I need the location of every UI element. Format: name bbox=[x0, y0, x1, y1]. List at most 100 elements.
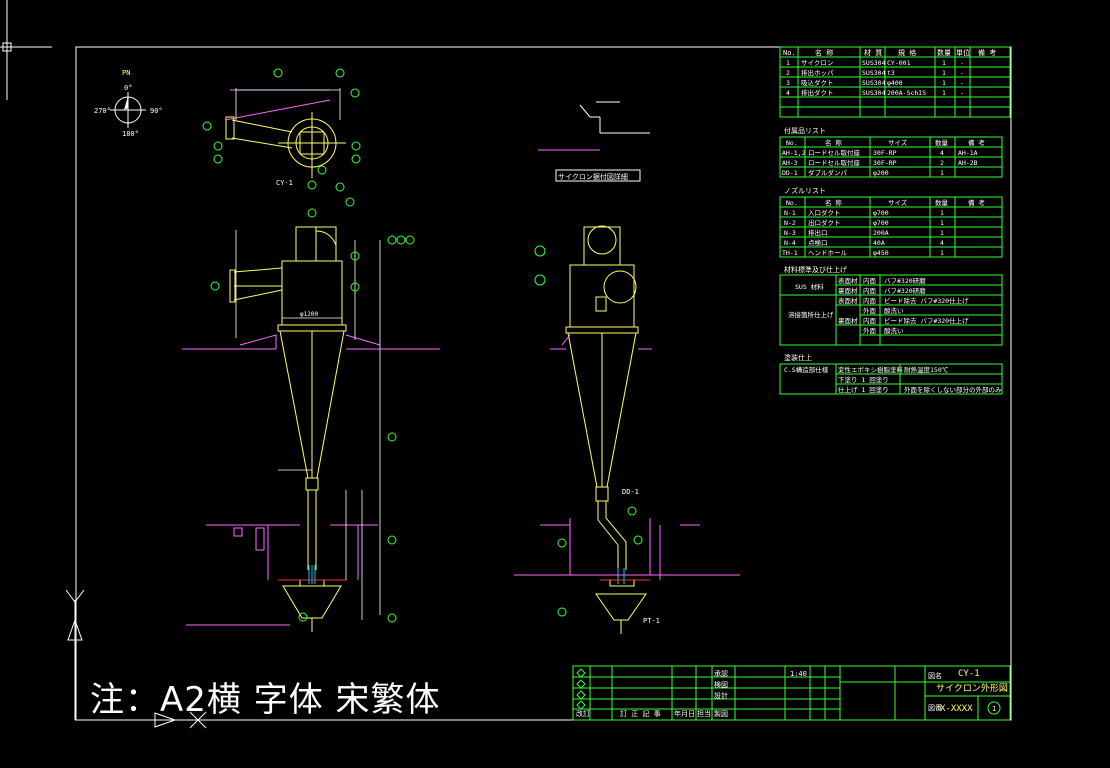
parts-row-1-no: 1 bbox=[786, 59, 790, 67]
nozzle-row-1-no: N-1 bbox=[784, 209, 796, 217]
nozzle-row-5-no: TH-1 bbox=[782, 249, 798, 257]
plan-view-label: CY-1 bbox=[276, 179, 293, 187]
title-block-content-col: 訂 正 記 事 bbox=[620, 709, 661, 718]
parts-row-1-qty: 1 bbox=[942, 59, 946, 67]
nozzle-row-4-no: N-4 bbox=[784, 239, 796, 247]
nozzle-header-remarks: 備 考 bbox=[968, 198, 985, 207]
parts-row-4-unit: - bbox=[960, 89, 964, 97]
accessory-row-1-no: AH-1,2 bbox=[782, 149, 806, 157]
finish-row-6-spec: 酸洗い bbox=[884, 326, 904, 335]
parts-row-1-unit: - bbox=[960, 59, 964, 67]
accessory-header-qty: 数量 bbox=[935, 138, 949, 147]
drawing-revision: 1 bbox=[992, 705, 996, 713]
plan-view: CY-1 bbox=[202, 68, 361, 207]
parts-row-3-qty: 1 bbox=[942, 79, 946, 87]
nozzle-row-5-size: φ450 bbox=[873, 249, 889, 257]
nozzle-row-1-size: φ700 bbox=[873, 209, 889, 217]
compass-bottom: 180° bbox=[122, 130, 139, 138]
parts-row-4-material: SUS304 bbox=[862, 89, 886, 97]
parts-row-1-material: SUS304 bbox=[862, 59, 886, 67]
parts-header-unit: 単位 bbox=[956, 48, 970, 57]
side-elevation: DD-1 PT-1 bbox=[514, 225, 740, 634]
parts-row-3-name: 吸込ダクト bbox=[801, 78, 834, 87]
title-block-number-label: 図番 bbox=[928, 704, 942, 712]
nozzle-row-2-size: φ700 bbox=[873, 219, 889, 227]
parts-table: No. 名 称 材 質 規 格 数量 単位 備 考 1 サイクロン SUS304… bbox=[779, 46, 1011, 118]
title-block-name-label: 図名 bbox=[928, 671, 942, 680]
accessory-row-2-size: 30F-RP bbox=[873, 159, 897, 167]
parts-header-qty: 数量 bbox=[937, 48, 951, 57]
nozzle-row-4-qty: 4 bbox=[940, 239, 944, 247]
parts-row-3-no: 3 bbox=[786, 79, 790, 87]
accessory-row-3-size: φ200 bbox=[873, 169, 889, 177]
finish-row-1-group: SUS 材料 bbox=[795, 282, 824, 291]
finish-row-3-side: 内面 bbox=[863, 296, 877, 305]
accessory-row-3-no: DD-1 bbox=[782, 169, 798, 177]
front-elevation-width-dim: φ1200 bbox=[300, 311, 318, 318]
coating-row-2-spec: 下塗り 1 回塗り bbox=[838, 375, 889, 384]
nozzle-row-3-size: 200A bbox=[873, 229, 889, 237]
parts-header-no: No. bbox=[783, 49, 796, 57]
side-elevation-dd-label: DD-1 bbox=[622, 488, 639, 496]
parts-row-2-qty: 1 bbox=[942, 69, 946, 77]
finish-row-3-part: 表面材 bbox=[838, 296, 858, 305]
finish-row-6-side: 外面 bbox=[863, 326, 877, 335]
nozzle-header-no: No. bbox=[786, 199, 798, 207]
north-compass: PN 0° 270° 90° 180° bbox=[94, 69, 163, 138]
drawing-number: X-XXXX bbox=[940, 704, 973, 714]
nozzle-row-4-name: 点検口 bbox=[808, 238, 828, 247]
accessory-header-no: No. bbox=[786, 139, 798, 147]
finish-row-2-spec: バフ#320研磨 bbox=[884, 286, 926, 295]
coating-table: 塗装仕上 C.S構造部仕様 変性エポキシ樹脂塗料 耐熱温度150℃ 下塗り 1 … bbox=[779, 353, 1003, 395]
title-block-check-label: 検図 bbox=[714, 680, 728, 689]
accessory-row-1-name: ロードセル取付座 bbox=[808, 148, 861, 157]
accessory-row-2-remarks: AH-2B bbox=[958, 159, 978, 167]
nozzle-row-2-qty: 1 bbox=[940, 219, 944, 227]
parts-header-material: 材 質 bbox=[864, 48, 882, 57]
nozzle-row-3-no: N-3 bbox=[784, 229, 796, 237]
accessory-header-remarks: 備 考 bbox=[968, 138, 985, 147]
accessory-row-1-size: 30F-RP bbox=[873, 149, 897, 157]
front-elevation: φ1200 bbox=[182, 208, 440, 632]
nozzle-row-4-size: 40A bbox=[873, 239, 885, 247]
finish-row-2-side: 内面 bbox=[863, 286, 877, 295]
title-block-approve-label: 承認 bbox=[714, 669, 728, 678]
nozzle-row-2-no: N-2 bbox=[784, 219, 796, 227]
finish-row-5-side: 内面 bbox=[863, 316, 877, 325]
drawing-frame bbox=[75, 46, 1012, 721]
title-block-design-label: 設計 bbox=[714, 691, 728, 700]
accessory-row-2-name: ロードセル取付座 bbox=[808, 158, 861, 167]
finish-row-5-part: 裏面材 bbox=[838, 316, 858, 325]
coating-row-1-spec: 変性エポキシ樹脂塗料 bbox=[838, 365, 904, 374]
nozzle-row-3-name: 排出口 bbox=[808, 228, 828, 237]
finish-row-4-spec: 酸洗い bbox=[884, 306, 904, 315]
compass-title: PN bbox=[122, 69, 130, 77]
nozzle-header-name: 名 称 bbox=[825, 198, 842, 207]
parts-row-2-spec: t3 bbox=[887, 69, 895, 77]
nozzle-header-qty: 数量 bbox=[935, 198, 949, 207]
nozzle-row-3-qty: 1 bbox=[940, 229, 944, 237]
detail-view-label: サイクロン据付図詳細 bbox=[558, 172, 628, 181]
accessory-header-size: サイズ bbox=[888, 138, 908, 147]
nozzle-header-size: サイズ bbox=[888, 198, 908, 207]
nozzle-row-1-name: 入口ダクト bbox=[808, 208, 841, 217]
finish-row-3-spec: ビード除去 バフ#320仕上げ bbox=[884, 296, 969, 305]
accessory-table-title: 付属品リスト bbox=[784, 126, 826, 135]
accessory-table: 付属品リスト No. 名 称 サイズ 数量 備 考 AH-1,2 ロードセル取付… bbox=[779, 126, 1003, 178]
drawing-name-line1: CY-1 bbox=[958, 669, 980, 679]
finish-row-1-spec: バフ#320研磨 bbox=[884, 276, 926, 285]
finish-row-5-spec: ビード除去 バフ#320仕上げ bbox=[884, 316, 969, 325]
parts-row-2-no: 2 bbox=[786, 69, 790, 77]
nozzle-table: ノズルリスト No. 名 称 サイズ 数量 備 考 N-1 入口ダクト φ700… bbox=[779, 186, 1003, 258]
parts-row-4-spec: 200A-SchIS bbox=[887, 89, 926, 97]
compass-right: 90° bbox=[150, 107, 163, 115]
ucs-icon bbox=[65, 589, 207, 729]
title-block-revise-label: 改訂 bbox=[576, 709, 590, 718]
title-block: 承認 検図 設計 製図 改訂 訂 正 記 事 年月日 担当 1:40 図名 図番… bbox=[572, 665, 1011, 721]
coating-table-title: 塗装仕上 bbox=[784, 353, 812, 362]
title-block-sign-col: 担当 bbox=[697, 709, 711, 718]
crosshair-cursor-icon bbox=[0, 0, 52, 100]
accessory-row-2-no: AH-3 bbox=[782, 159, 798, 167]
nozzle-table-title: ノズルリスト bbox=[784, 186, 826, 195]
